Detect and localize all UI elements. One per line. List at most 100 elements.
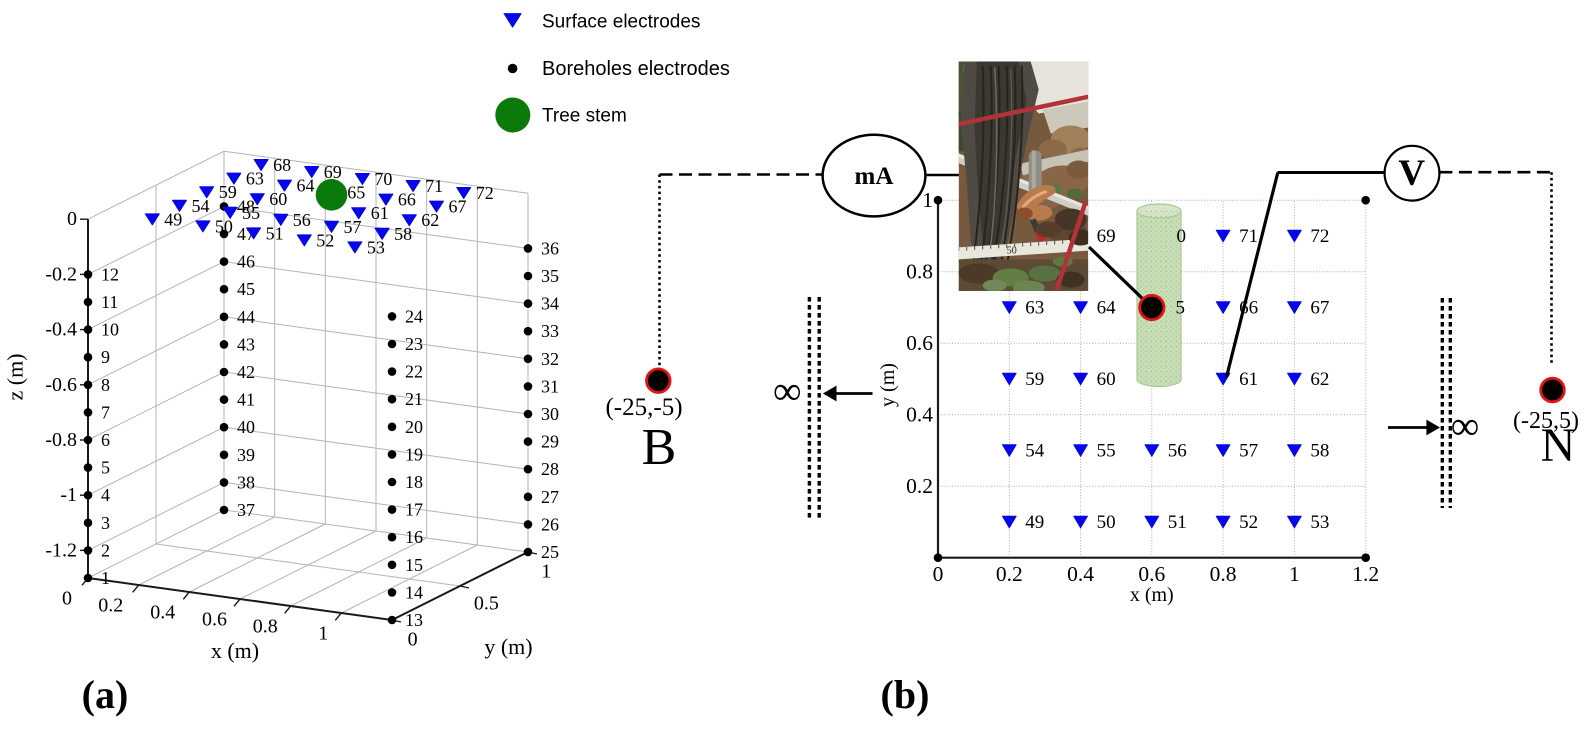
svg-text:0: 0 <box>67 208 77 230</box>
svg-text:∞: ∞ <box>1451 403 1480 448</box>
svg-text:x (m): x (m) <box>1130 584 1174 606</box>
svg-text:11: 11 <box>101 292 118 312</box>
svg-text:63: 63 <box>1025 298 1044 319</box>
svg-text:24: 24 <box>405 306 423 326</box>
svg-text:45: 45 <box>237 279 255 299</box>
svg-text:46: 46 <box>237 252 255 272</box>
svg-text:0.2: 0.2 <box>98 595 123 617</box>
svg-text:x (m): x (m) <box>211 638 259 663</box>
svg-text:54: 54 <box>192 196 210 216</box>
svg-text:-0.4: -0.4 <box>45 319 77 341</box>
svg-text:1: 1 <box>922 188 933 212</box>
svg-text:0.4: 0.4 <box>1067 562 1094 586</box>
svg-text:65: 65 <box>347 183 365 203</box>
svg-text:41: 41 <box>237 390 255 410</box>
svg-text:30: 30 <box>541 404 559 424</box>
svg-text:48: 48 <box>237 196 255 216</box>
svg-text:34: 34 <box>541 294 559 314</box>
svg-text:50: 50 <box>1007 246 1017 257</box>
svg-text:58: 58 <box>1310 441 1329 462</box>
svg-text:mA: mA <box>855 163 894 190</box>
svg-text:28: 28 <box>541 459 559 479</box>
svg-text:0: 0 <box>62 588 72 610</box>
svg-text:70: 70 <box>374 169 392 189</box>
svg-text:36: 36 <box>541 238 559 258</box>
svg-text:0.2: 0.2 <box>906 474 933 498</box>
svg-text:60: 60 <box>269 189 287 209</box>
svg-text:1: 1 <box>541 560 551 582</box>
svg-text:16: 16 <box>405 527 423 547</box>
svg-text:49: 49 <box>1025 512 1044 533</box>
svg-text:23: 23 <box>405 334 423 354</box>
svg-text:12: 12 <box>101 264 119 284</box>
svg-text:68: 68 <box>273 155 291 175</box>
svg-text:50: 50 <box>1097 512 1116 533</box>
svg-text:61: 61 <box>371 203 389 223</box>
svg-text:69: 69 <box>1097 226 1116 247</box>
svg-text:0.8: 0.8 <box>1210 562 1237 586</box>
svg-text:0.2: 0.2 <box>996 562 1023 586</box>
svg-text:15: 15 <box>405 555 423 575</box>
svg-text:52: 52 <box>1239 512 1258 533</box>
svg-text:57: 57 <box>344 217 362 237</box>
svg-text:71: 71 <box>425 176 443 196</box>
svg-text:71: 71 <box>1239 226 1258 247</box>
svg-text:62: 62 <box>421 210 439 230</box>
svg-text:61: 61 <box>1239 369 1258 390</box>
svg-text:0: 0 <box>1177 226 1187 247</box>
svg-text:1: 1 <box>101 568 110 588</box>
svg-text:64: 64 <box>1097 298 1117 319</box>
svg-text:∞: ∞ <box>773 368 802 413</box>
svg-text:-0.6: -0.6 <box>45 374 77 396</box>
svg-text:60: 60 <box>1097 369 1116 390</box>
svg-text:17: 17 <box>405 500 423 520</box>
svg-text:39: 39 <box>237 445 255 465</box>
svg-text:72: 72 <box>1310 226 1329 247</box>
svg-text:50: 50 <box>215 216 233 236</box>
svg-text:Tree stem: Tree stem <box>542 106 627 127</box>
svg-text:-0.2: -0.2 <box>45 263 77 285</box>
svg-text:13: 13 <box>405 610 423 630</box>
svg-text:1.2: 1.2 <box>1352 562 1379 586</box>
svg-text:10: 10 <box>101 320 119 340</box>
svg-text:63: 63 <box>246 169 264 189</box>
svg-text:69: 69 <box>324 162 342 182</box>
svg-text:42: 42 <box>237 362 255 382</box>
svg-text:0: 0 <box>933 562 944 586</box>
svg-text:55: 55 <box>242 203 260 223</box>
svg-text:57: 57 <box>1239 441 1258 462</box>
svg-text:59: 59 <box>219 182 237 202</box>
svg-text:Surface electrodes: Surface electrodes <box>542 12 700 33</box>
svg-text:0.8: 0.8 <box>253 616 278 638</box>
svg-text:32: 32 <box>541 349 559 369</box>
svg-text:25: 25 <box>541 542 559 562</box>
svg-text:5: 5 <box>1176 298 1186 319</box>
svg-text:8: 8 <box>101 375 110 395</box>
svg-text:27: 27 <box>541 487 559 507</box>
svg-text:-1: -1 <box>60 484 77 506</box>
svg-text:33: 33 <box>541 321 559 341</box>
svg-text:0.6: 0.6 <box>202 609 227 631</box>
svg-text:0.6: 0.6 <box>906 331 933 355</box>
svg-text:1: 1 <box>318 623 328 645</box>
svg-text:38: 38 <box>237 472 255 492</box>
svg-text:4: 4 <box>101 485 110 505</box>
svg-text:35: 35 <box>541 266 559 286</box>
svg-text:0.6: 0.6 <box>1138 562 1165 586</box>
svg-text:14: 14 <box>405 582 423 602</box>
svg-text:N: N <box>1541 419 1576 472</box>
svg-text:0.4: 0.4 <box>906 403 933 427</box>
svg-text:44: 44 <box>237 307 255 327</box>
svg-text:49: 49 <box>164 209 182 229</box>
svg-text:3: 3 <box>101 513 110 533</box>
svg-text:64: 64 <box>297 176 315 196</box>
svg-text:37: 37 <box>237 500 255 520</box>
svg-text:43: 43 <box>237 334 255 354</box>
svg-text:z (m): z (m) <box>3 353 28 400</box>
svg-text:62: 62 <box>1310 369 1329 390</box>
svg-text:0.4: 0.4 <box>150 602 175 624</box>
svg-text:(-25,-5): (-25,-5) <box>605 394 682 421</box>
svg-text:26: 26 <box>541 514 559 534</box>
svg-text:y (m): y (m) <box>877 363 899 407</box>
svg-text:59: 59 <box>1025 369 1044 390</box>
